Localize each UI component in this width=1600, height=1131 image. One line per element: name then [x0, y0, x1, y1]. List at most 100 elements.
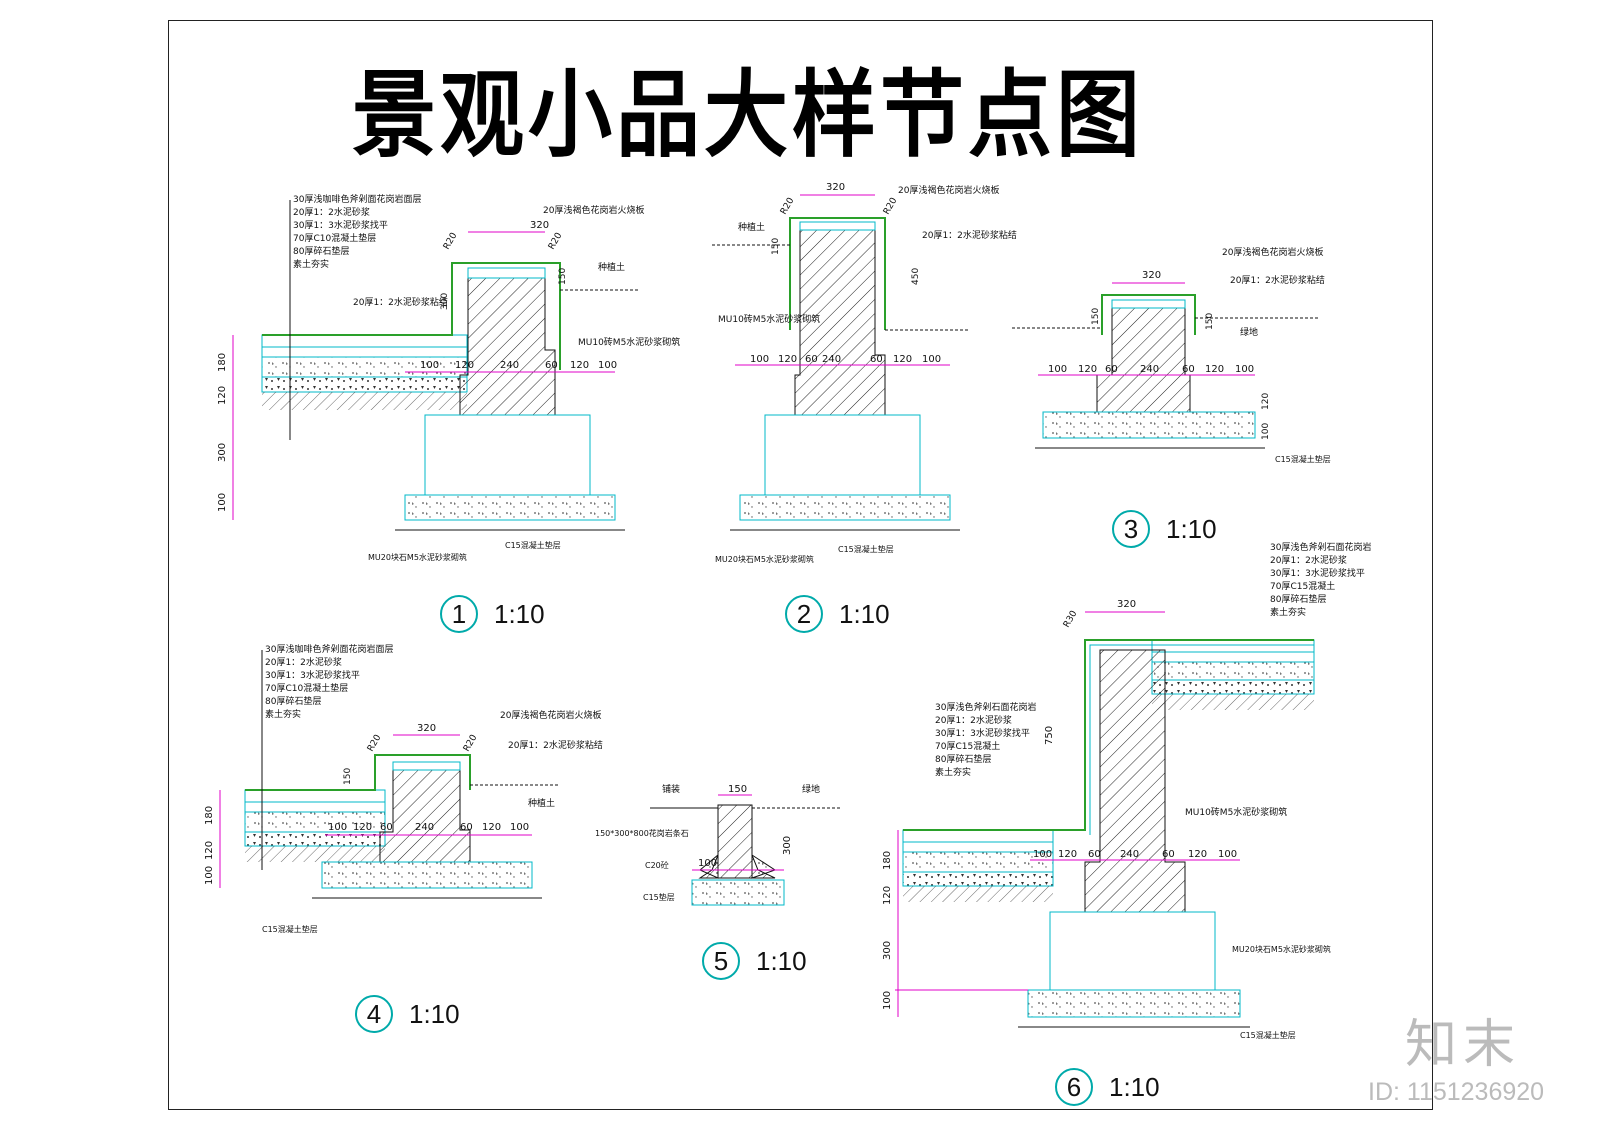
detail-1-scale: 1:10: [494, 598, 545, 629]
svg-text:240: 240: [1120, 849, 1139, 860]
svg-text:100: 100: [328, 822, 347, 833]
svg-text:120: 120: [570, 360, 589, 371]
svg-text:180: 180: [882, 851, 893, 870]
svg-text:120: 120: [882, 886, 893, 905]
detail-1-labels: 30厚浅咖啡色斧剁面花岗岩面层 20厚1：2水泥砂浆 30厚1：3水泥砂浆找平 …: [293, 193, 680, 562]
svg-text:300: 300: [217, 443, 228, 462]
svg-text:素土夯实: 素土夯实: [935, 766, 971, 778]
svg-text:100: 100: [882, 991, 893, 1010]
detail-3-labels: 20厚浅褐色花岗岩火烧板 20厚1：2水泥砂浆粘结 绿地 C15混凝土垫层: [1222, 246, 1331, 464]
svg-text:R20: R20: [442, 231, 460, 252]
detail-5-dims: 150 100 300: [698, 784, 793, 869]
svg-text:120: 120: [1261, 393, 1271, 410]
svg-text:240: 240: [1140, 364, 1159, 375]
svg-text:C20砼: C20砼: [645, 860, 669, 870]
detail-5-section: [650, 794, 840, 906]
svg-text:80厚碎石垫层: 80厚碎石垫层: [265, 695, 321, 707]
svg-text:60: 60: [1162, 849, 1175, 860]
svg-text:240: 240: [822, 354, 841, 365]
detail-3-section: [1012, 282, 1320, 449]
svg-text:20厚1：2水泥砂浆粘结: 20厚1：2水泥砂浆粘结: [1230, 274, 1325, 286]
detail-1-section: [232, 200, 640, 531]
detail-6-section: [895, 611, 1315, 1028]
svg-text:150: 150: [1091, 308, 1101, 325]
watermark-logo: 知末: [1405, 1015, 1522, 1075]
svg-text:70厚C10混凝土垫层: 70厚C10混凝土垫层: [293, 232, 376, 244]
svg-text:60: 60: [805, 354, 818, 365]
svg-text:120: 120: [455, 360, 474, 371]
svg-text:70厚C10混凝土垫层: 70厚C10混凝土垫层: [265, 682, 348, 694]
detail-2-scale: 1:10: [839, 598, 890, 629]
svg-text:MU20块石M5水泥砂浆砌筑: MU20块石M5水泥砂浆砌筑: [1232, 944, 1331, 954]
svg-text:MU10砖M5水泥砂浆砌筑: MU10砖M5水泥砂浆砌筑: [1185, 806, 1287, 818]
svg-text:20厚1：2水泥砂浆粘结: 20厚1：2水泥砂浆粘结: [508, 739, 603, 751]
detail-6-number: 6: [1055, 1068, 1093, 1106]
svg-text:R30: R30: [1062, 609, 1080, 630]
svg-text:铺装: 铺装: [662, 783, 680, 795]
svg-text:60: 60: [545, 360, 558, 371]
svg-text:300: 300: [882, 941, 893, 960]
svg-text:120: 120: [353, 822, 372, 833]
detail-2-scale-label: 2 1:10: [785, 595, 890, 633]
svg-text:MU10砖M5水泥砂浆砌筑: MU10砖M5水泥砂浆砌筑: [578, 336, 680, 348]
detail-2-number: 2: [785, 595, 823, 633]
svg-text:100: 100: [204, 866, 215, 885]
svg-text:20厚1：2水泥砂浆粘结: 20厚1：2水泥砂浆粘结: [922, 229, 1017, 241]
svg-text:100: 100: [1033, 849, 1052, 860]
detail-6-scale: 1:10: [1109, 1071, 1160, 1102]
svg-text:70厚C15混凝土: 70厚C15混凝土: [1270, 580, 1335, 592]
svg-text:120: 120: [1078, 364, 1097, 375]
detail-3-dims: 320 240 100 120 60 60 120 100 120 100 15…: [1048, 270, 1271, 440]
svg-text:120: 120: [1188, 849, 1207, 860]
svg-text:C15混凝土垫层: C15混凝土垫层: [838, 544, 894, 554]
svg-text:100: 100: [598, 360, 617, 371]
svg-text:120: 120: [778, 354, 797, 365]
svg-text:R20: R20: [547, 231, 565, 252]
svg-text:30厚1：3水泥砂浆找平: 30厚1：3水泥砂浆找平: [265, 669, 360, 681]
svg-text:30厚1：3水泥砂浆找平: 30厚1：3水泥砂浆找平: [1270, 567, 1365, 579]
svg-text:种植土: 种植土: [598, 261, 625, 273]
svg-text:C15混凝土垫层: C15混凝土垫层: [262, 924, 318, 934]
svg-text:60: 60: [1182, 364, 1195, 375]
svg-text:MU20块石M5水泥砂浆砌筑: MU20块石M5水泥砂浆砌筑: [368, 552, 467, 562]
svg-text:绿地: 绿地: [802, 783, 820, 795]
detail-1-dims: 320 240 120 100 60 120 100 180 120 300 1…: [217, 220, 617, 512]
svg-text:60: 60: [870, 354, 883, 365]
svg-text:320: 320: [417, 723, 436, 734]
svg-text:R20: R20: [882, 196, 900, 217]
svg-text:150*300*800花岗岩条石: 150*300*800花岗岩条石: [595, 828, 689, 838]
svg-text:60: 60: [1088, 849, 1101, 860]
svg-text:240: 240: [500, 360, 519, 371]
watermark-id: ID: 1151236920: [1368, 1078, 1545, 1106]
svg-text:320: 320: [826, 182, 845, 193]
svg-text:20厚1：2水泥砂浆: 20厚1：2水泥砂浆: [265, 656, 342, 668]
svg-text:60: 60: [380, 822, 393, 833]
svg-text:种植土: 种植土: [528, 797, 555, 809]
svg-text:150: 150: [1205, 313, 1215, 330]
svg-text:100: 100: [1218, 849, 1237, 860]
svg-text:70厚C15混凝土: 70厚C15混凝土: [935, 740, 1000, 752]
svg-text:150: 150: [771, 238, 781, 255]
svg-text:20厚浅褐色花岗岩火烧板: 20厚浅褐色花岗岩火烧板: [1222, 246, 1323, 258]
svg-text:120: 120: [204, 841, 215, 860]
svg-text:100: 100: [922, 354, 941, 365]
svg-text:100: 100: [420, 360, 439, 371]
svg-text:120: 120: [217, 386, 228, 405]
detail-4-scale-label: 4 1:10: [355, 995, 460, 1033]
svg-text:300: 300: [440, 293, 450, 310]
page-title: 景观小品大样节点图: [352, 60, 1145, 170]
svg-text:120: 120: [1058, 849, 1077, 860]
svg-text:120: 120: [482, 822, 501, 833]
svg-text:150: 150: [728, 784, 747, 795]
svg-text:320: 320: [1142, 270, 1161, 281]
svg-text:320: 320: [530, 220, 549, 231]
svg-text:20厚浅褐色花岗岩火烧板: 20厚浅褐色花岗岩火烧板: [500, 709, 601, 721]
svg-text:80厚碎石垫层: 80厚碎石垫层: [935, 753, 991, 765]
svg-text:20厚浅褐色花岗岩火烧板: 20厚浅褐色花岗岩火烧板: [898, 184, 999, 196]
svg-text:绿地: 绿地: [1240, 326, 1258, 338]
svg-text:100: 100: [1261, 423, 1271, 440]
svg-text:120: 120: [893, 354, 912, 365]
detail-6-labels: 30厚浅色斧剁石面花岗岩 20厚1：2水泥砂浆 30厚1：3水泥砂浆找平 70厚…: [935, 541, 1371, 1040]
detail-4-number: 4: [355, 995, 393, 1033]
drawing-frame: [168, 20, 1433, 1110]
